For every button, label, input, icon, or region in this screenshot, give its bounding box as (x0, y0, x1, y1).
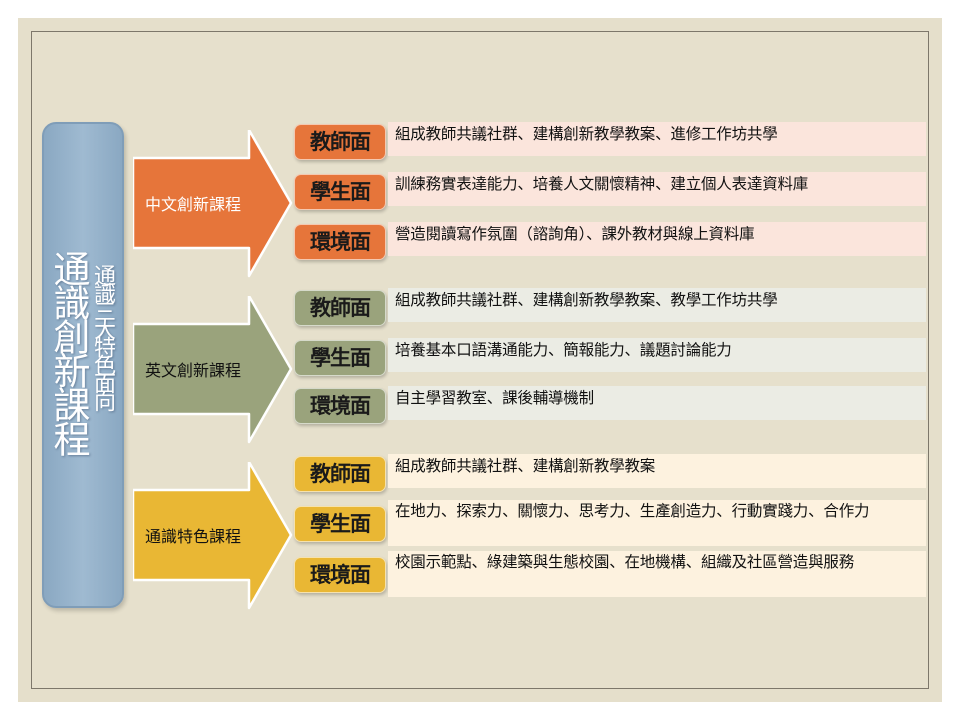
arrow-shape-general (133, 462, 293, 610)
arrow-english-course: 英文創新課程 (133, 296, 293, 450)
row-chinese-student: 學生面 訓練務實表達能力、培養人文關懷精神、建立個人表達資料庫 (294, 172, 926, 210)
aspect-label-environment: 環境面 (294, 224, 386, 260)
row-general-environment: 環境面 校園示範點、綠建築與生態校園、在地機構、組織及社區營造與服務 (294, 551, 926, 597)
row-description: 訓練務實表達能力、培養人文關懷精神、建立個人表達資料庫 (388, 172, 926, 206)
aspect-label-environment: 環境面 (294, 557, 386, 593)
main-title: 通識創新課程 (47, 250, 90, 454)
row-description: 自主學習教室、課後輔導機制 (388, 386, 926, 420)
arrow-shape-english (133, 296, 293, 444)
row-description: 組成教師共議社群、建構創新教學教案、進修工作坊共學 (388, 122, 926, 156)
row-english-environment: 環境面 自主學習教室、課後輔導機制 (294, 386, 926, 424)
group-label-chinese: 中文創新課程 (145, 195, 242, 214)
row-description: 培養基本口語溝通能力、簡報能力、議題討論能力 (388, 338, 926, 372)
aspect-label-teacher: 教師面 (294, 290, 386, 326)
main-category-box (42, 122, 124, 608)
main-subtitle: 通識三大特色面向 (90, 264, 115, 408)
row-description: 在地力、探索力、關懷力、思考力、生產創造力、行動實踐力、合作力 (388, 500, 926, 546)
row-english-teacher: 教師面 組成教師共議社群、建構創新教學教案、教學工作坊共學 (294, 288, 926, 326)
row-chinese-teacher: 教師面 組成教師共議社群、建構創新教學教案、進修工作坊共學 (294, 122, 926, 160)
row-description: 組成教師共議社群、建構創新教學教案 (388, 454, 926, 488)
row-general-student: 學生面 在地力、探索力、關懷力、思考力、生產創造力、行動實踐力、合作力 (294, 500, 926, 546)
row-english-student: 學生面 培養基本口語溝通能力、簡報能力、議題討論能力 (294, 338, 926, 376)
row-description: 校園示範點、綠建築與生態校園、在地機構、組織及社區營造與服務 (388, 551, 926, 597)
group-label-general: 通識特色課程 (145, 527, 242, 546)
aspect-label-environment: 環境面 (294, 388, 386, 424)
group-label-english: 英文創新課程 (145, 361, 242, 380)
arrow-chinese-course: 中文創新課程 (133, 130, 293, 284)
row-general-teacher: 教師面 組成教師共議社群、建構創新教學教案 (294, 454, 926, 492)
aspect-label-student: 學生面 (294, 340, 386, 376)
aspect-label-student: 學生面 (294, 174, 386, 210)
arrow-general-course: 通識特色課程 (133, 462, 293, 616)
row-description: 營造閱讀寫作氛圍（諮詢角）、課外教材與線上資料庫 (388, 222, 926, 256)
row-description: 組成教師共議社群、建構創新教學教案、教學工作坊共學 (388, 288, 926, 322)
row-chinese-environment: 環境面 營造閱讀寫作氛圍（諮詢角）、課外教材與線上資料庫 (294, 222, 926, 260)
arrow-shape-chinese (133, 130, 293, 278)
aspect-label-teacher: 教師面 (294, 456, 386, 492)
aspect-label-student: 學生面 (294, 506, 386, 542)
aspect-label-teacher: 教師面 (294, 124, 386, 160)
